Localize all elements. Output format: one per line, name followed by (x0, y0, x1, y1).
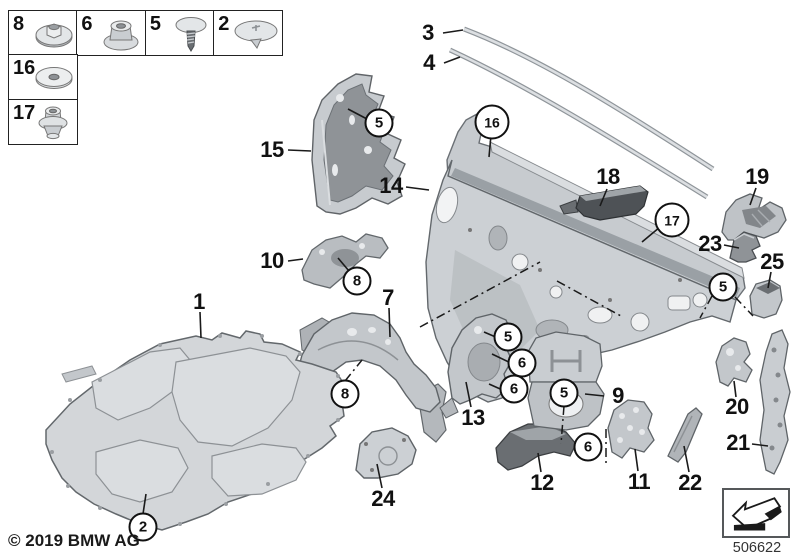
callout-label-13[interactable]: 13 (461, 405, 485, 430)
callout-label-24[interactable]: 24 (371, 486, 395, 511)
legend-number: 17 (13, 101, 36, 124)
callout-label-1[interactable]: 1 (193, 289, 205, 314)
callout-label-14[interactable]: 14 (379, 173, 403, 198)
callout-label-10[interactable]: 10 (260, 248, 284, 273)
callout-label-15[interactable]: 15 (260, 137, 284, 162)
part-21-strip (759, 329, 791, 475)
callout-label-23[interactable]: 23 (698, 231, 722, 256)
legend-item-17[interactable]: 17 (8, 98, 78, 145)
callout-circle-6-a[interactable]: 6 (507, 348, 537, 378)
callout-label-12[interactable]: 12 (530, 470, 554, 495)
direction-arrow-icon (731, 497, 782, 531)
hex-flange-nut-icon (97, 14, 143, 59)
legend-item-8[interactable]: 8 (8, 10, 78, 56)
part-11-insulation-bracket (607, 399, 655, 459)
legend-row: 8 6 (8, 10, 284, 59)
legend-number: 16 (13, 57, 36, 80)
copyright-text: © 2019 BMW AG (8, 531, 140, 550)
part-7-insulation (295, 312, 441, 417)
part-24-insulation (355, 427, 417, 479)
callout-circle-8-a[interactable]: 8 (342, 266, 372, 296)
legend-item-16[interactable]: 16 (8, 54, 78, 103)
part-19-insulation (721, 193, 787, 241)
callout-label-3[interactable]: 3 (422, 20, 434, 45)
legend-number: 2 (218, 13, 230, 35)
callout-label-22[interactable]: 22 (678, 470, 702, 495)
callout-circle-6-b[interactable]: 6 (499, 374, 529, 404)
dash-leader-lines (344, 261, 754, 463)
part-18-insulation (559, 185, 649, 221)
legend-number: 5 (149, 13, 161, 35)
expanding-rivet-nut-icon (29, 103, 75, 150)
view-direction-box (722, 488, 790, 538)
part-10-insulation (301, 233, 389, 289)
part-3-seal-strip (463, 26, 715, 172)
legend-row: 17 (8, 98, 282, 145)
callout-label-9[interactable]: 9 (612, 383, 624, 408)
flange-nut-washer-icon (29, 14, 75, 59)
part-25-insulation (749, 279, 783, 319)
callout-circle-5-c[interactable]: 5 (493, 322, 523, 352)
dome-head-screw-icon (166, 14, 212, 59)
part-1-hood-insulation (45, 330, 345, 531)
diagram-code: 506622 (732, 540, 782, 556)
callout-circle-17[interactable]: 17 (654, 202, 690, 238)
callout-circle-8-b[interactable]: 8 (330, 379, 360, 409)
callout-label-7[interactable]: 7 (382, 285, 394, 310)
callout-label-11[interactable]: 11 (627, 469, 651, 494)
callout-circle-6-c[interactable]: 6 (573, 432, 603, 462)
callout-label-19[interactable]: 19 (745, 164, 769, 189)
callout-label-18[interactable]: 18 (596, 164, 620, 189)
part-23-bracket (729, 231, 761, 263)
legend-item-5[interactable]: 5 (144, 10, 215, 59)
callout-label-21[interactable]: 21 (726, 430, 750, 455)
callout-circle-5-b[interactable]: 5 (708, 272, 738, 302)
legend-item-6[interactable]: 6 (76, 10, 147, 59)
callout-label-25[interactable]: 25 (760, 249, 784, 274)
part-22-strip (667, 407, 703, 463)
part-20-insulation (715, 337, 753, 387)
callout-circle-16[interactable]: 16 (474, 104, 510, 140)
fastener-legend: 8 6 (8, 10, 284, 145)
legend-number: 6 (81, 13, 93, 35)
legend-item-2[interactable]: 2 (213, 10, 284, 59)
part-4-seal-strip (448, 47, 709, 200)
callout-label-20[interactable]: 20 (725, 394, 749, 419)
callout-circle-5-a[interactable]: 5 (364, 108, 394, 138)
sealing-grommet-icon (29, 58, 75, 103)
callout-circle-2[interactable]: 2 (128, 512, 158, 542)
washer-clip-icon (230, 14, 280, 59)
legend-row: 16 (8, 54, 282, 103)
callout-label-4[interactable]: 4 (423, 50, 435, 75)
part-12-insulation (495, 423, 577, 471)
callout-circle-5-d[interactable]: 5 (549, 378, 579, 408)
legend-number: 8 (13, 13, 25, 35)
